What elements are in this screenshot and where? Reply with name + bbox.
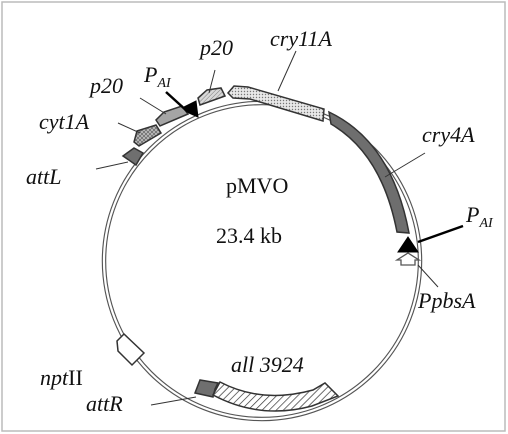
label-cry4a: cry4A [422,122,475,147]
promoter-ppbsa [394,252,422,266]
label-cry11a: cry11A [270,26,332,51]
leader-p20-top [208,69,216,94]
leader-pai-top [165,91,189,113]
gene-p20-top [197,87,227,106]
gene-cyt1a [133,124,163,147]
leader-cry4a [384,152,426,178]
leader-attr [150,396,197,406]
label-pai-right: PAI [465,202,494,231]
label-ppbsa: PpbsA [417,288,476,313]
leader-p20-left [139,97,167,115]
label-all3924: all 3924 [231,352,304,377]
promoter-pai-right [397,236,419,253]
label-p20-left: p20 [88,73,123,98]
leader-cyt1a [117,122,141,134]
plasmid-size: 23.4 kb [216,223,282,248]
leader-cry11a [277,50,297,92]
gene-nptii [116,332,146,367]
label-p20-top: p20 [198,35,233,60]
gene-all3924 [211,380,340,412]
label-cyt1a: cyt1A [39,109,90,134]
leader-ppbsa [417,264,439,288]
leader-pai-right [417,224,464,244]
label-nptii: nptII [40,365,83,390]
site-attr [193,379,220,398]
gene-cry4a [328,110,410,234]
site-attl [121,147,145,167]
label-attl: attL [26,164,61,189]
plasmid-name: pMVO [226,173,288,198]
leader-attl [95,161,129,170]
label-attr: attR [86,391,123,416]
gene-cry11a [226,85,325,122]
promoter-pai-top [178,100,199,118]
label-pai-top: PAI [143,62,172,91]
